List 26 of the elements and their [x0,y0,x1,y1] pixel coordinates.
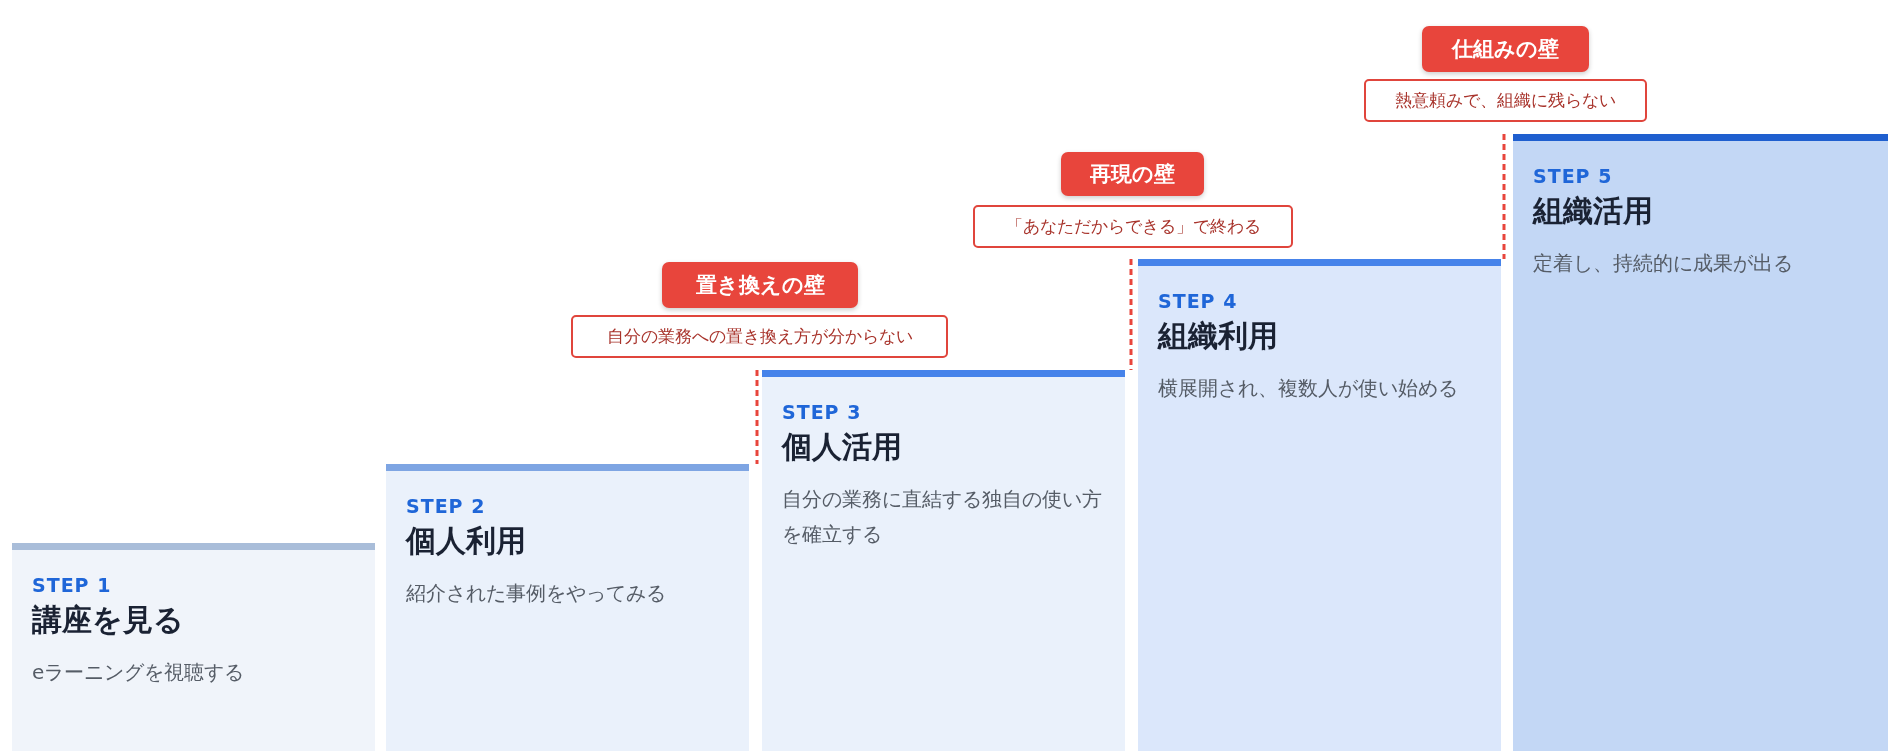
step-block [1513,134,1888,751]
step-label: STEP 1 [32,574,112,596]
step-block [1138,259,1501,751]
step-block [762,370,1125,751]
step-label: STEP 4 [1158,290,1238,312]
step-description: 横展開され、複数人が使い始める [1158,375,1459,402]
step-title: 個人活用 [782,428,902,466]
wall-badge: 再現の壁 [1061,152,1204,196]
step-block [12,543,375,751]
step-label: STEP 5 [1533,165,1613,187]
wall-badge: 仕組みの壁 [1422,26,1589,72]
wall-note: 「あなただからできる」で終わる [973,205,1293,248]
wall-badge: 置き換えの壁 [662,262,858,308]
step-description: 紹介された事例をやってみる [406,580,667,607]
wall-note: 自分の業務への置き換え方が分からない [571,315,948,358]
step-title: 講座を見る [32,601,184,639]
step-title: 組織利用 [1158,317,1278,355]
step-title: 個人利用 [406,522,526,560]
wall-note: 熱意頼みで、組織に残らない [1364,79,1647,122]
step-label: STEP 2 [406,495,486,517]
step-description: 自分の業務に直結する独自の使い方を確立する [782,486,1103,548]
step-description: eラーニングを視聴する [32,659,246,686]
step-title: 組織活用 [1533,192,1653,230]
step-description: 定着し、持続的に成果が出る [1533,250,1794,277]
step-label: STEP 3 [782,401,862,423]
step-block [386,464,749,751]
